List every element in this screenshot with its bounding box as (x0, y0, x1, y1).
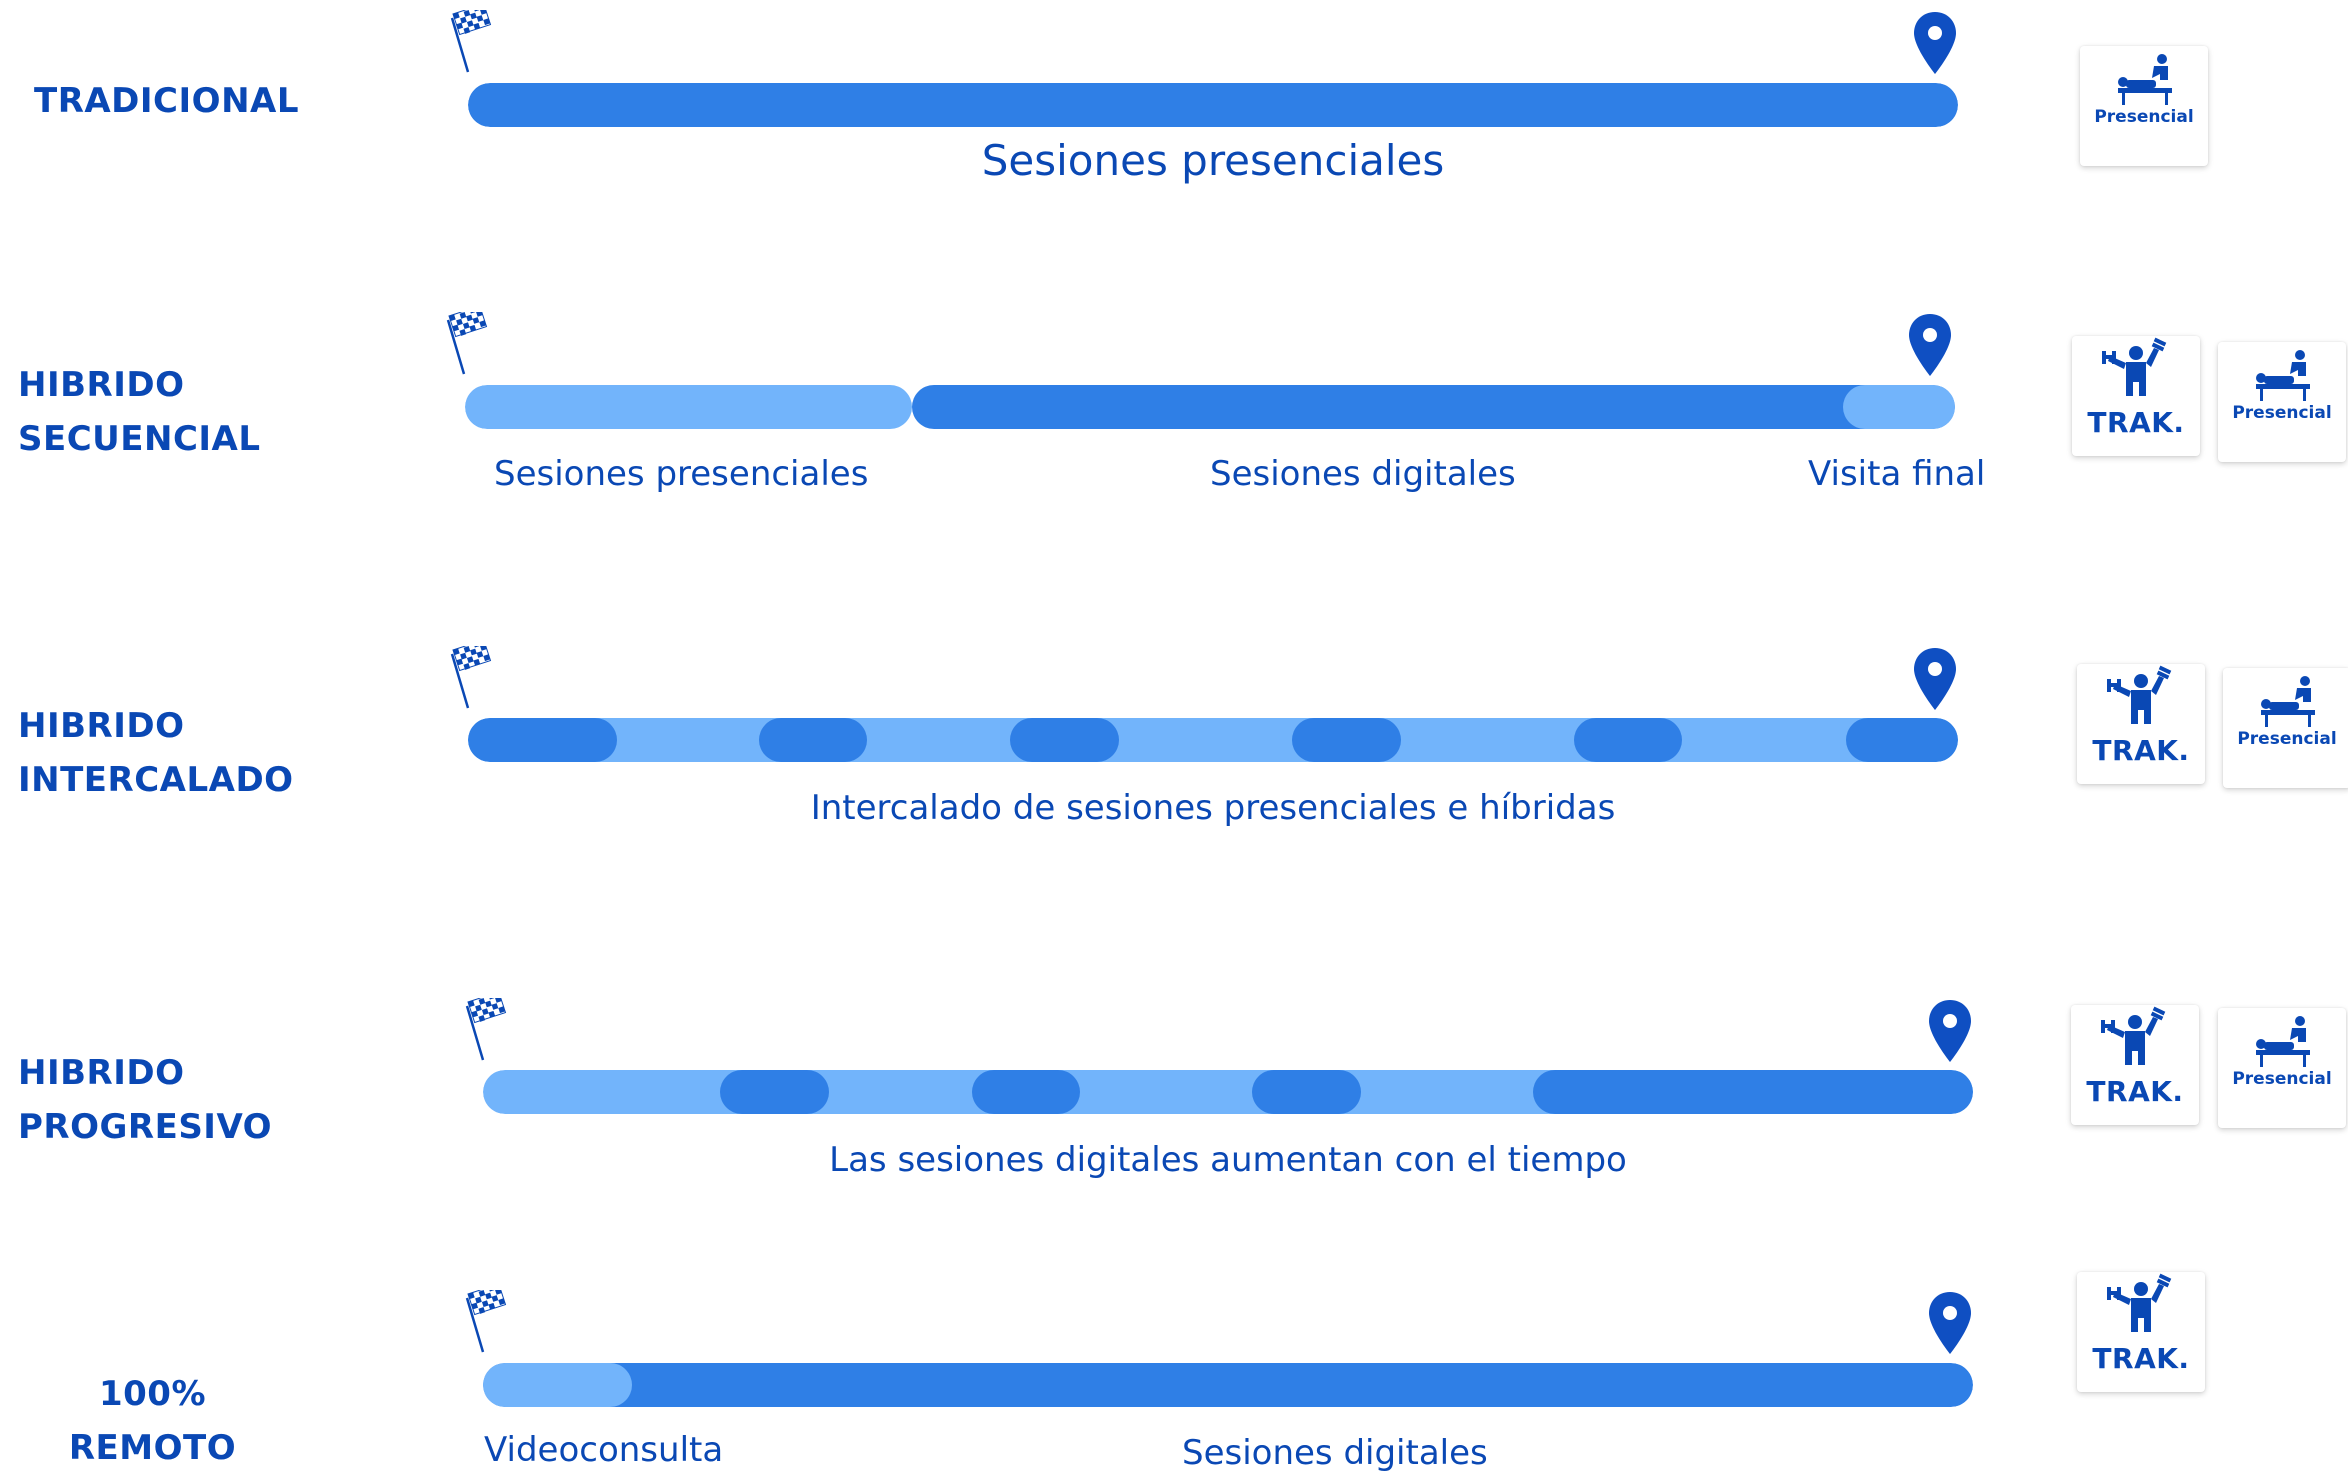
timeline-track-intercalado (468, 718, 1958, 762)
caption-intercalado: Intercalado de sesiones presenciales e h… (810, 788, 1616, 828)
timeline-segment-dark (1573, 718, 1683, 762)
caption-visita-final: Visita final (1808, 454, 1986, 494)
timeline-track-tradicional (468, 83, 1958, 127)
caption-sesiones-digitales: Sesiones digitales (1182, 1433, 1488, 1473)
caption-sesiones-presenciales: Sesiones presenciales (981, 136, 1445, 185)
trak-card-label: TRAK. (2087, 406, 2185, 439)
timeline-segment-light (465, 385, 912, 429)
timeline-segment-light (468, 718, 1958, 762)
timeline-segment-light (483, 1363, 632, 1407)
timeline-segment-dark (1251, 1070, 1361, 1114)
row-label-line: INTERCALADO (18, 760, 294, 800)
timeline-segment-dark (719, 1070, 829, 1114)
row-label-line: HIBRIDO (18, 1053, 185, 1093)
trak-card-label: TRAK. (2092, 734, 2190, 767)
timeline-segment-light (1843, 385, 1955, 429)
row-label-progresivo: HIBRIDO PROGRESIVO (18, 1046, 272, 1154)
timeline-segment-dark (468, 83, 1958, 127)
location-pin-icon (1927, 998, 1973, 1068)
caption-sesiones-digitales: Sesiones digitales (1210, 454, 1516, 494)
timeline-segment-dark (758, 718, 868, 762)
trak-card: TRAK. (2072, 336, 2200, 456)
row-label-line: REMOTO (68, 1428, 237, 1468)
timeline-segment-dark (468, 718, 617, 762)
timeline-segment-dark (1846, 718, 1958, 762)
checkered-flag-icon (461, 990, 507, 1068)
presencial-card: Presencial (2218, 342, 2346, 462)
row-label-line: SECUENCIAL (18, 419, 261, 459)
presencial-card-label: Presencial (2232, 1069, 2332, 1089)
trak-card-label: TRAK. (2086, 1075, 2184, 1108)
presencial-card: Presencial (2223, 668, 2348, 788)
row-label-secuencial: HIBRIDO SECUENCIAL (18, 358, 261, 466)
trak-card-label: TRAK. (2092, 1342, 2190, 1375)
row-label-line: HIBRIDO (18, 365, 185, 405)
row-label-line: TRADICIONAL (34, 81, 299, 121)
row-label-intercalado: HIBRIDO INTERCALADO (18, 699, 294, 807)
presencial-card-label: Presencial (2232, 403, 2332, 423)
trak-card: TRAK. (2071, 1005, 2199, 1125)
location-pin-icon (1907, 312, 1953, 382)
row-label-line: PROGRESIVO (18, 1107, 273, 1147)
timeline-segment-dark (912, 385, 1955, 429)
timeline-segment-dark (483, 1363, 1973, 1407)
location-pin-icon (1927, 1290, 1973, 1360)
presencial-card: Presencial (2080, 46, 2208, 166)
caption-progresivo: Las sesiones digitales aumentan con el t… (829, 1140, 1627, 1180)
timeline-track-secuencial (465, 385, 1955, 429)
timeline-segment-dark (971, 1070, 1081, 1114)
checkered-flag-icon (461, 1282, 507, 1360)
row-label-tradicional: TRADICIONAL (34, 74, 299, 128)
presencial-card-label: Presencial (2094, 107, 2194, 127)
caption-sesiones-presenciales: Sesiones presenciales (494, 454, 869, 494)
checkered-flag-icon (446, 638, 492, 716)
row-label-remoto: 100% REMOTO (60, 1367, 245, 1475)
location-pin-icon (1912, 10, 1958, 80)
timeline-segment-dark (1533, 1070, 1973, 1114)
location-pin-icon (1912, 646, 1958, 716)
caption-videoconsulta: Videoconsulta (484, 1430, 724, 1470)
presencial-card-label: Presencial (2237, 729, 2337, 749)
row-label-line: 100% (98, 1374, 207, 1414)
presencial-card: Presencial (2218, 1008, 2346, 1128)
trak-card: TRAK. (2077, 664, 2205, 784)
timeline-track-progresivo (483, 1070, 1973, 1114)
checkered-flag-icon (442, 304, 488, 382)
timeline-track-remoto (483, 1363, 1973, 1407)
checkered-flag-icon (446, 2, 492, 80)
row-label-line: HIBRIDO (18, 706, 185, 746)
timeline-segment-dark (1010, 718, 1120, 762)
timeline-segment-dark (1291, 718, 1401, 762)
trak-card: TRAK. (2077, 1272, 2205, 1392)
